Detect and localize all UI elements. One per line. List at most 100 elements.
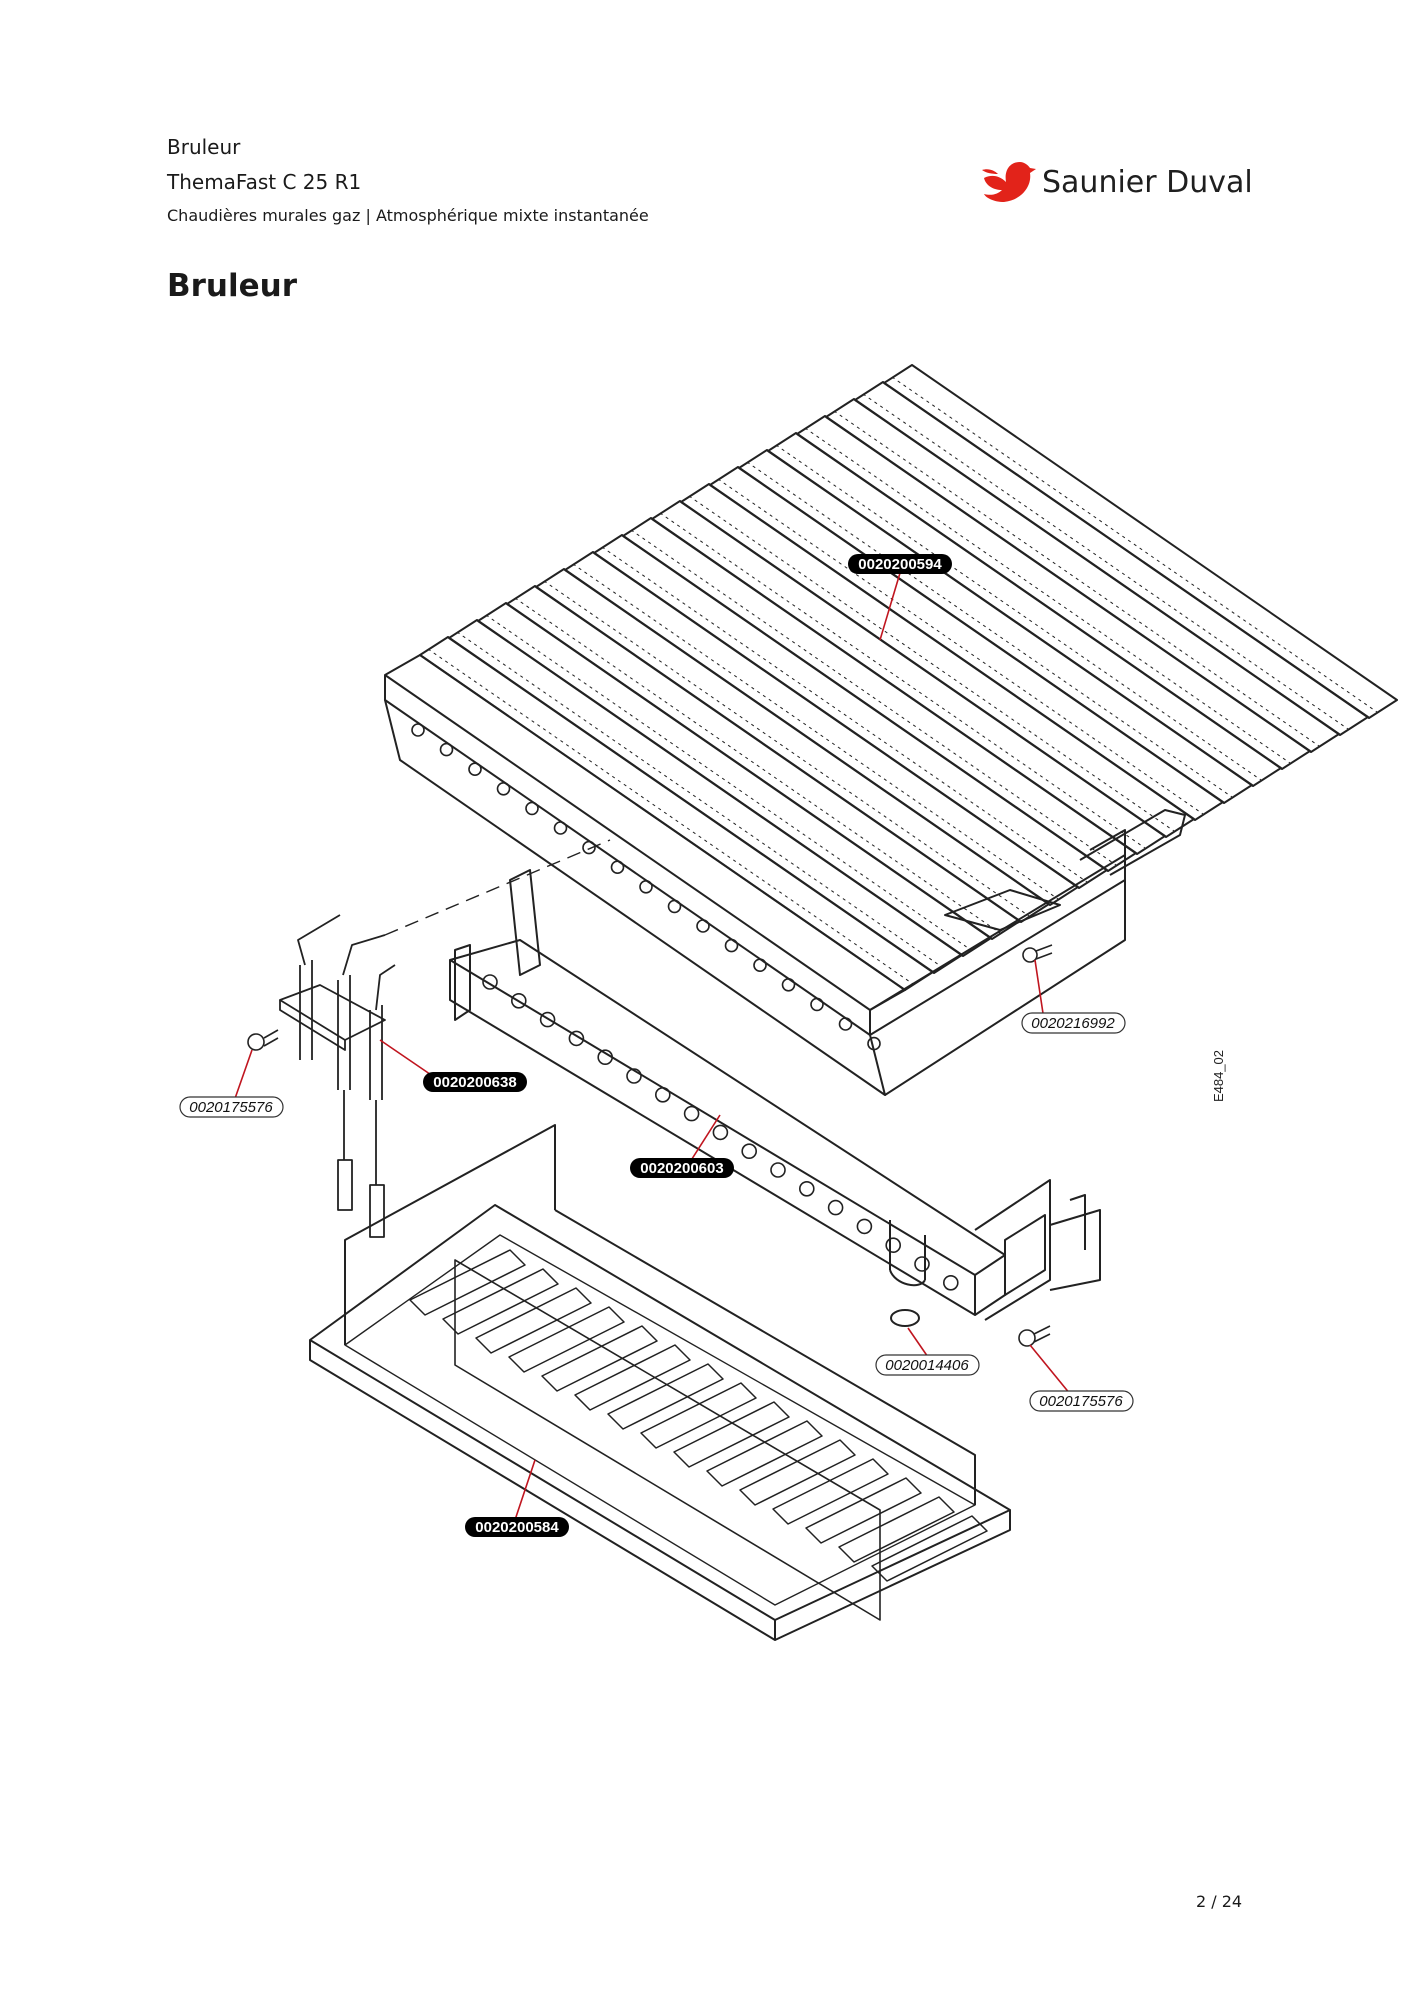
injector xyxy=(683,1105,700,1122)
burner-blade xyxy=(419,636,934,991)
tray-fin xyxy=(541,1325,658,1392)
burner-blade xyxy=(883,364,1398,719)
injector xyxy=(885,1237,902,1253)
callout-leaders xyxy=(231,572,1076,1527)
part-number-text: 0020200638 xyxy=(433,1074,516,1091)
tray-fin xyxy=(673,1401,790,1468)
tray-fin xyxy=(640,1382,757,1449)
burner-blade xyxy=(593,534,1108,889)
burner-blade-slots xyxy=(427,648,914,985)
burner-blade xyxy=(535,568,1050,923)
burner-hole xyxy=(582,840,596,855)
part-number-text: 0020014406 xyxy=(885,1357,969,1374)
burner-blade-slots xyxy=(804,427,1291,764)
part-label-0020175576: 0020175576 xyxy=(179,1096,284,1118)
burner-blade-slots xyxy=(456,631,943,968)
burner-blade-slots xyxy=(833,410,1320,747)
burner-hole xyxy=(468,762,482,777)
injector xyxy=(798,1181,815,1197)
tray-fin xyxy=(409,1249,526,1316)
burner-hole xyxy=(639,879,653,894)
burner-tray xyxy=(309,1124,1011,1641)
burner-hole xyxy=(411,723,425,737)
brand-name: Saunier Duval xyxy=(1042,165,1253,200)
burner-hole xyxy=(810,997,824,1012)
burner-blade-slots xyxy=(717,478,1204,815)
part-number-text: 0020200603 xyxy=(640,1160,723,1177)
part-label-0020200603: 0020200603 xyxy=(630,1158,734,1178)
injector xyxy=(568,1030,585,1047)
burner-hole xyxy=(838,1017,853,1031)
part-number-text: 0020175576 xyxy=(1039,1393,1123,1410)
part-label-0020200638: 0020200638 xyxy=(423,1072,527,1092)
tray-fin xyxy=(739,1439,856,1506)
tray-fin xyxy=(574,1344,691,1411)
header-model: ThemaFast C 25 R1 xyxy=(167,170,362,194)
burner-blade-slots xyxy=(659,512,1146,849)
header-category: Bruleur xyxy=(167,135,241,159)
burner-hole xyxy=(525,801,539,816)
burner-hole xyxy=(496,781,511,796)
burner-blade xyxy=(738,449,1253,804)
burner-hole xyxy=(753,958,767,973)
burner-blades xyxy=(419,364,1398,991)
part-number-text: 0020200584 xyxy=(475,1519,559,1536)
part-label-0020014406: 0020014406 xyxy=(875,1354,980,1376)
bird-logo-icon xyxy=(982,162,1036,202)
part-label-0020216992: 0020216992 xyxy=(1021,1012,1126,1034)
screws xyxy=(247,944,1053,1347)
burner-blade xyxy=(477,602,992,957)
burner-blade xyxy=(680,483,1195,838)
manifold-injectors xyxy=(482,974,959,1291)
part-number-text: 0020200594 xyxy=(858,556,942,573)
tray-fin xyxy=(508,1306,625,1373)
tray-fin xyxy=(442,1268,559,1335)
burner-blade xyxy=(796,415,1311,770)
page-number: 2 / 24 xyxy=(1196,1892,1243,1911)
tray-fin xyxy=(706,1420,823,1487)
tray-fins xyxy=(409,1249,988,1582)
burner-hole xyxy=(781,977,796,992)
injector xyxy=(626,1068,642,1084)
injector xyxy=(482,974,498,990)
burner-blade xyxy=(651,500,1166,855)
burner-blade-slots xyxy=(485,614,972,951)
part-label-0020200594: 0020200594 xyxy=(848,554,952,574)
burner-blade-slots xyxy=(891,376,1378,713)
injector xyxy=(510,992,527,1009)
seal-ring xyxy=(890,1309,920,1327)
burner-blade-slots xyxy=(601,546,1088,883)
burner-hole xyxy=(553,821,568,835)
burner-hole xyxy=(610,860,625,875)
burner-blade-slots xyxy=(572,563,1059,900)
injector xyxy=(942,1275,959,1291)
injector xyxy=(654,1087,671,1103)
tray-fin xyxy=(475,1287,592,1354)
injector xyxy=(827,1199,844,1216)
injector xyxy=(914,1256,930,1272)
injector xyxy=(712,1124,729,1141)
injector xyxy=(539,1011,556,1028)
burner-blade-slots xyxy=(775,444,1262,781)
burner-hole xyxy=(724,938,739,953)
header-subtitle: Chaudières murales gaz | Atmosphérique m… xyxy=(167,206,649,225)
burner-blade-slots xyxy=(862,393,1349,730)
electrode-assembly xyxy=(279,914,396,1238)
burner-hole xyxy=(667,899,682,914)
part-label-0020175576-b: 0020175576 xyxy=(1029,1390,1134,1412)
part-number-text: 0020175576 xyxy=(189,1099,273,1116)
burner-blade-slots xyxy=(746,461,1233,798)
injector xyxy=(770,1162,786,1178)
burner-blade xyxy=(767,432,1282,787)
tray-fin xyxy=(772,1458,889,1525)
gas-manifold xyxy=(384,839,1101,1321)
page-title: Bruleur xyxy=(167,268,297,304)
tray-fin xyxy=(838,1496,955,1563)
part-label-0020200584: 0020200584 xyxy=(465,1517,569,1537)
burner-blade-slots xyxy=(688,495,1175,832)
injector xyxy=(856,1218,873,1235)
tray-fin xyxy=(871,1515,988,1582)
burner-front-holes xyxy=(411,723,881,1051)
figure-code: E484_02 xyxy=(1211,1050,1226,1102)
burner-blade xyxy=(825,398,1340,753)
